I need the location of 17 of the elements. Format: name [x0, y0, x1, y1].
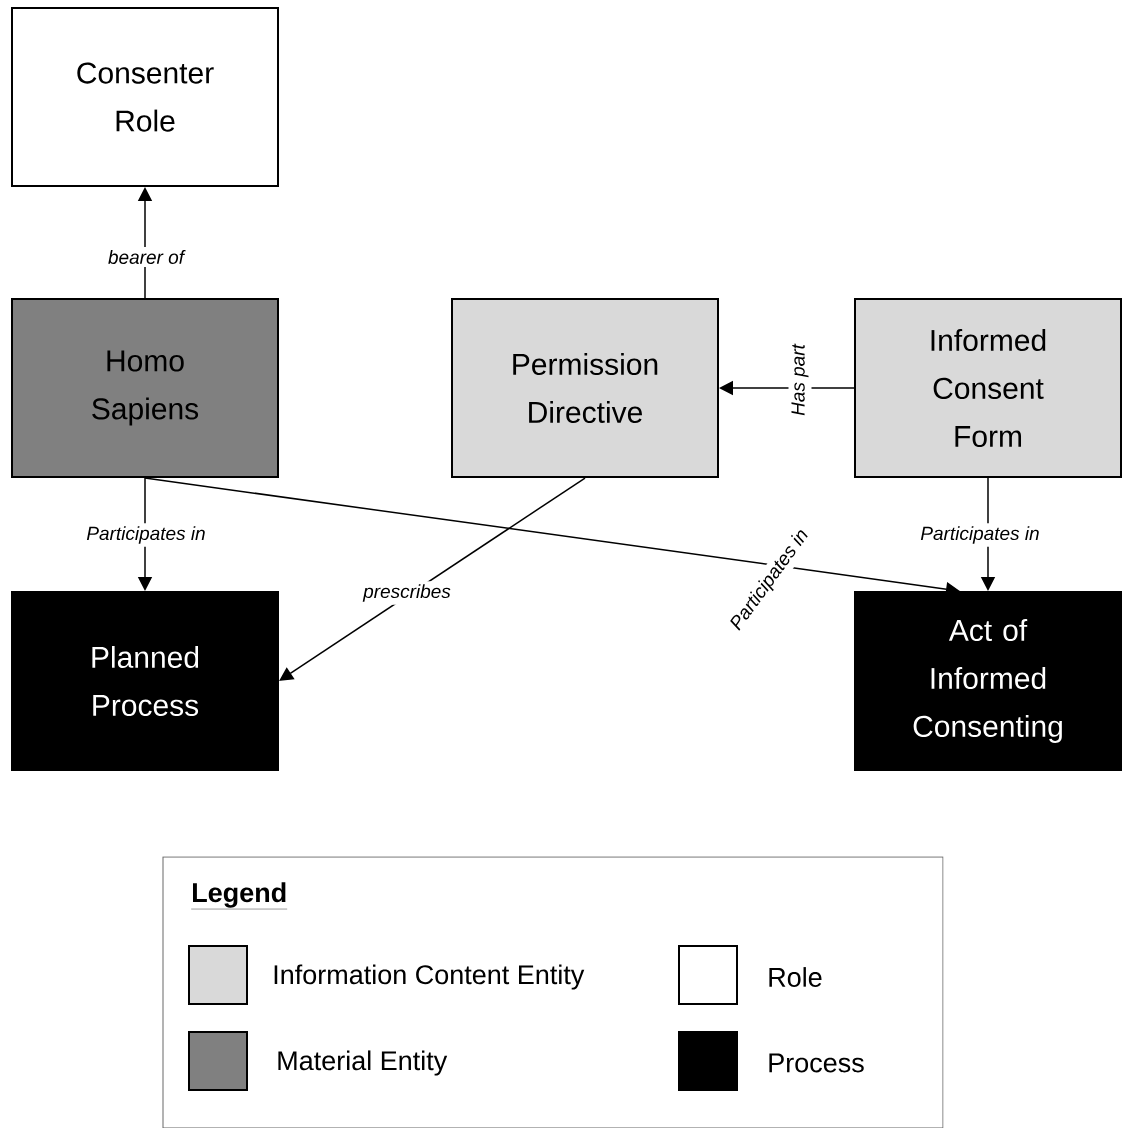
edge-label: prescribes: [360, 581, 454, 605]
edge-label: Participates in: [917, 523, 1043, 547]
concept-box: Planned Process: [11, 591, 279, 771]
concept-box: Act of Informed Consenting: [854, 591, 1122, 771]
concept-box: Informed Consent Form: [854, 298, 1122, 478]
legend-label: Information Content Entity: [274, 964, 585, 990]
concept-box: Consenter Role: [11, 7, 279, 187]
edge-label: bearer of: [105, 247, 187, 267]
legend-title: Legend: [191, 882, 288, 910]
legend-label: Process: [769, 1053, 864, 1073]
concept-box: Permission Directive: [451, 298, 719, 478]
legend-label: Material Entity: [278, 1050, 448, 1076]
arrow: [279, 477, 586, 681]
edge-label: Has part: [788, 341, 812, 419]
edge-label: Participates in: [83, 523, 209, 547]
legend-label: Role: [769, 967, 822, 987]
concept-box: Homo Sapiens: [11, 298, 279, 478]
